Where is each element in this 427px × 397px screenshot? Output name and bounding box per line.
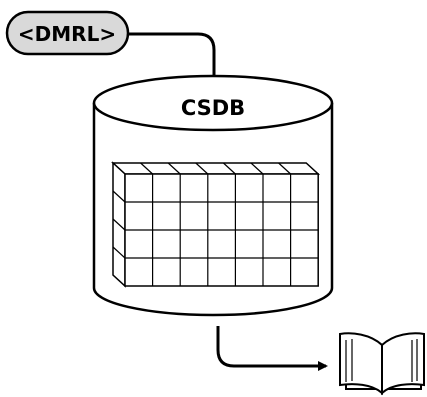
dmrl-tag: <DMRL> [5,10,130,56]
grid-top-line [222,162,236,175]
grid-side-line [112,190,126,203]
grid-top-line [250,162,264,175]
book-left-page [339,332,383,396]
data-cube-grid-icon [111,161,321,288]
dmrl-tag-label: <DMRL> [18,22,116,46]
tag-to-db-arrow [128,32,219,94]
open-book-icon [339,332,425,396]
grid-side-line [112,218,126,231]
grid-top-line [195,162,209,175]
grid-top-line [167,162,181,175]
cylinder-top [92,74,334,132]
db-to-book-arrow [216,326,328,371]
grid-top-line [140,162,154,175]
grid-top-line [278,162,292,175]
book-right-page [381,332,425,396]
csdb-label: CSDB [181,96,245,120]
grid-top-face [111,162,321,175]
grid-side-line [112,246,126,259]
book-page-lines [345,339,418,382]
